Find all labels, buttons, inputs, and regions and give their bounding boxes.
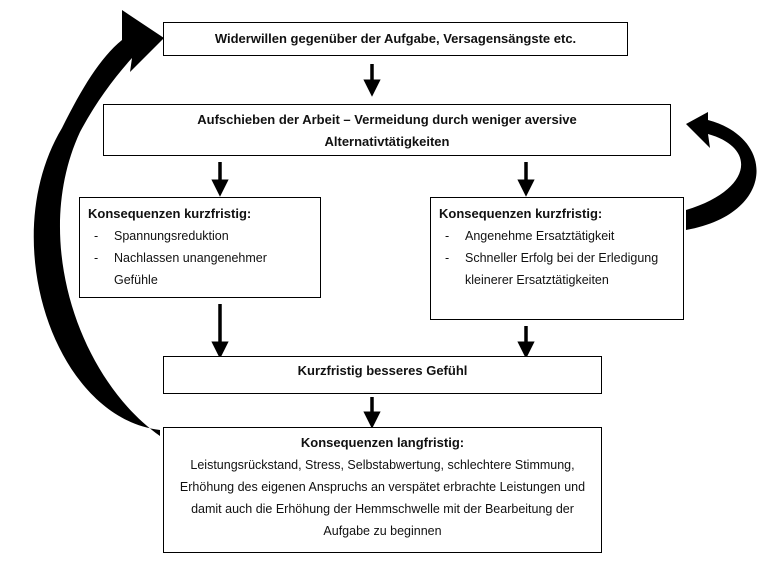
box-short-term-right: Konsequenzen kurzfristig: Angenehme Ersa… bbox=[430, 197, 684, 320]
box-procrastination: Aufschieben der Arbeit – Vermeidung durc… bbox=[103, 104, 671, 156]
box-long-term-text: Leistungsrückstand, Stress, Selbstabwert… bbox=[179, 458, 586, 538]
feedback-arrow-left bbox=[33, 10, 164, 474]
feedback-arrow-right bbox=[686, 112, 757, 230]
box-procrastination-text: Aufschieben der Arbeit – Vermeidung durc… bbox=[197, 112, 577, 149]
list-item: Angenehme Ersatztätigkeit bbox=[439, 225, 675, 247]
box-short-term-left-title: Konsequenzen kurzfristig: bbox=[88, 206, 252, 221]
box-short-term-right-list: Angenehme Ersatztätigkeit Schneller Erfo… bbox=[439, 225, 675, 291]
box-better-feeling: Kurzfristig besseres Gefühl bbox=[163, 356, 602, 394]
box-aversion: Widerwillen gegenüber der Aufgabe, Versa… bbox=[163, 22, 628, 56]
box-short-term-left: Konsequenzen kurzfristig: Spannungsreduk… bbox=[79, 197, 321, 298]
box-short-term-right-title: Konsequenzen kurzfristig: bbox=[439, 206, 603, 221]
box-long-term: Konsequenzen langfristig: Leistungsrücks… bbox=[163, 427, 602, 553]
list-item: Spannungsreduktion bbox=[88, 225, 312, 247]
list-item: Schneller Erfolg bei der Erledigung klei… bbox=[439, 247, 675, 291]
box-long-term-title: Konsequenzen langfristig: bbox=[300, 435, 465, 450]
box-aversion-text: Widerwillen gegenüber der Aufgabe, Versa… bbox=[214, 31, 577, 46]
list-item: Nachlassen unangenehmer Gefühle bbox=[88, 247, 312, 291]
box-better-feeling-text: Kurzfristig besseres Gefühl bbox=[297, 363, 468, 378]
box-short-term-left-list: Spannungsreduktion Nachlassen unangenehm… bbox=[88, 225, 312, 291]
